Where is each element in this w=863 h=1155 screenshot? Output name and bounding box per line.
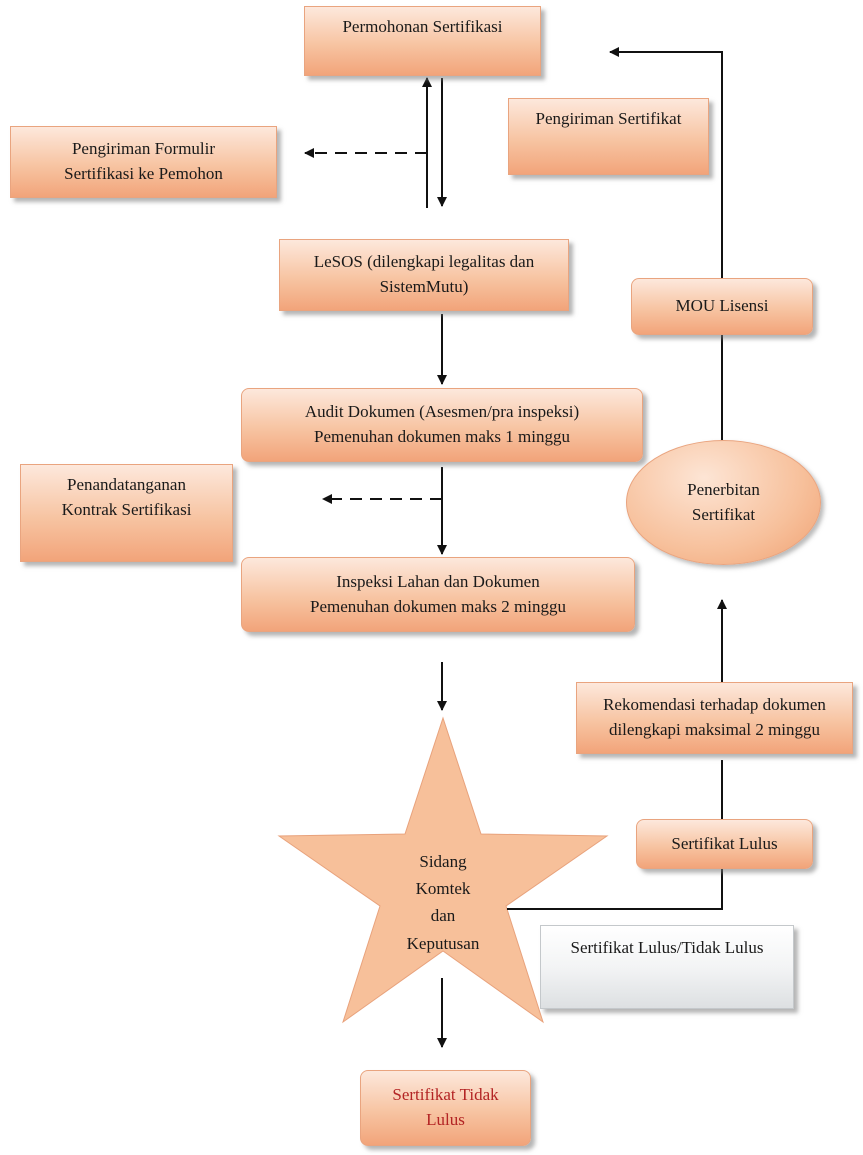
lesos-line-1: LeSOS (dilengkapi legalitas dan — [313, 252, 535, 272]
inspeksi-line-1: Inspeksi Lahan dan Dokumen — [336, 571, 540, 591]
sertifikat-lulus-box: Sertifikat Lulus — [636, 819, 813, 869]
sertifikat-lulus-tidak-lulus-box: Sertifikat Lulus/Tidak Lulus — [540, 925, 794, 1009]
sidang-line-4: Keputusan — [406, 933, 480, 953]
rekomendasi-box: Rekomendasi terhadap dokumen dilengkapi … — [576, 682, 853, 754]
audit-dokumen-line-2: Pemenuhan dokumen maks 1 minggu — [314, 427, 570, 446]
line-sidang-to-sertifikat-lulus — [507, 760, 723, 910]
permohonan-sertifikasi-box: Permohonan Sertifikasi — [304, 6, 541, 76]
inspeksi-lahan-box: Inspeksi Lahan dan Dokumen Pemenuhan dok… — [241, 557, 635, 632]
sidang-star-shape — [277, 716, 609, 1024]
penandatanganan-box: Penandatanganan Kontrak Sertifikasi — [20, 464, 233, 562]
sidang-line-3: dan — [430, 906, 456, 926]
tidak-lulus-line-1: Sertifikat Tidak — [392, 1085, 499, 1105]
penandatanganan-line-2: Kontrak Sertifikasi — [61, 499, 192, 519]
tidak-lulus-line-2: Lulus — [426, 1110, 465, 1129]
mou-lisensi-label: MOU Lisensi — [675, 296, 769, 316]
penerbitan-line-1: Penerbitan — [687, 479, 760, 499]
pengiriman-sertifikat-label: Pengiriman Sertifikat — [535, 109, 682, 128]
pengiriman-formulir-box: Pengiriman Formulir Sertifikasi ke Pemoh… — [10, 126, 277, 198]
sidang-star-label: Sidang Komtek dan Keputusan — [383, 848, 503, 957]
pengiriman-sertifikat-box: Pengiriman Sertifikat — [508, 98, 709, 175]
sertifikat-tidak-lulus-box: Sertifikat Tidak Lulus — [360, 1070, 531, 1146]
rekomendasi-line-2: dilengkapi maksimal 2 minggu — [608, 720, 821, 739]
sidang-line-2: Komtek — [415, 879, 471, 899]
audit-dokumen-line-1: Audit Dokumen (Asesmen/pra inspeksi) — [304, 402, 580, 422]
sertifikat-lulus-tidak-lulus-label: Sertifikat Lulus/Tidak Lulus — [570, 938, 764, 957]
penandatanganan-line-1: Penandatanganan — [67, 475, 186, 494]
inspeksi-line-2: Pemenuhan dokumen maks 2 minggu — [310, 596, 566, 616]
pengiriman-formulir-line-1: Pengiriman Formulir — [71, 139, 216, 159]
sidang-line-1: Sidang — [419, 852, 467, 871]
mou-lisensi-box: MOU Lisensi — [631, 278, 813, 335]
permohonan-sertifikasi-label: Permohonan Sertifikasi — [342, 17, 503, 36]
pengiriman-formulir-line-2: Sertifikasi ke Pemohon — [64, 164, 223, 183]
lesos-box: LeSOS (dilengkapi legalitas dan SistemMu… — [279, 239, 569, 311]
rekomendasi-line-1: Rekomendasi terhadap dokumen — [603, 695, 826, 715]
penerbitan-sertifikat-ellipse: Penerbitan Sertifikat — [626, 440, 821, 565]
lesos-line-2: SistemMutu) — [379, 277, 469, 296]
sertifikat-lulus-label: Sertifikat Lulus — [671, 833, 778, 853]
penerbitan-line-2: Sertifikat — [691, 504, 756, 524]
audit-dokumen-box: Audit Dokumen (Asesmen/pra inspeksi) Pem… — [241, 388, 643, 462]
